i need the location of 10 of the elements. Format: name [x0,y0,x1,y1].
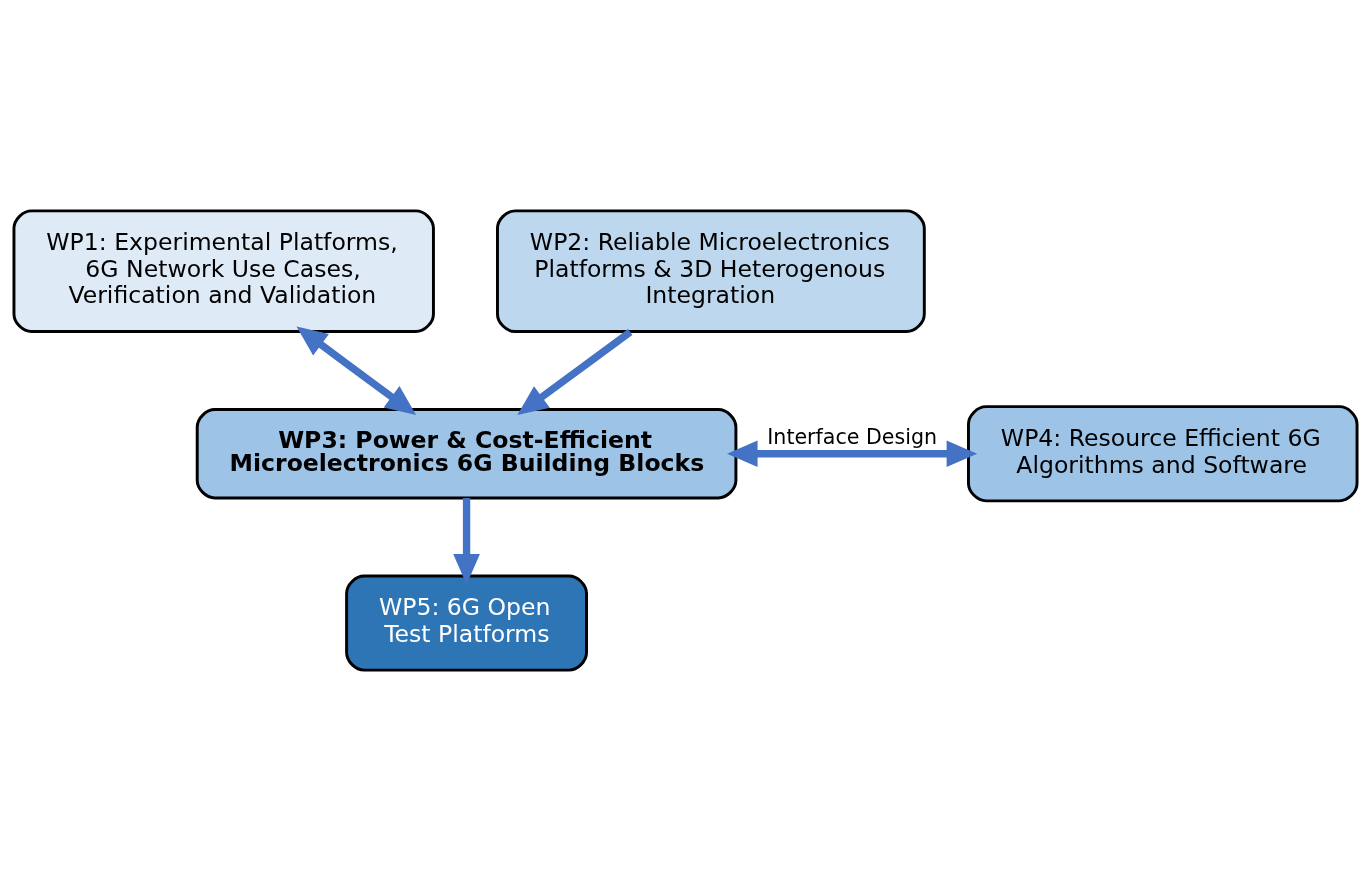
node-box: WP1: Experimental Platforms, 6G Network Use Cases, Verification and Validation [12,208,435,333]
edge-label: Interface Design [767,424,938,449]
arrow [296,326,417,415]
node-box: WP3: Power & Cost-Efficient Microelectronics 6G Building Blocks [195,407,738,499]
node-box: WP5: 6G Open Test Platforms [345,573,588,672]
arrow [517,328,633,415]
arrow [453,497,480,585]
arrow [727,439,978,467]
node-box: WP4: Resource Efficient 6G Algorithms and Software [967,404,1359,502]
node-box: WP2: Reliable Microelectronics Platforms & 3D Heterogenous Integration [496,208,926,333]
